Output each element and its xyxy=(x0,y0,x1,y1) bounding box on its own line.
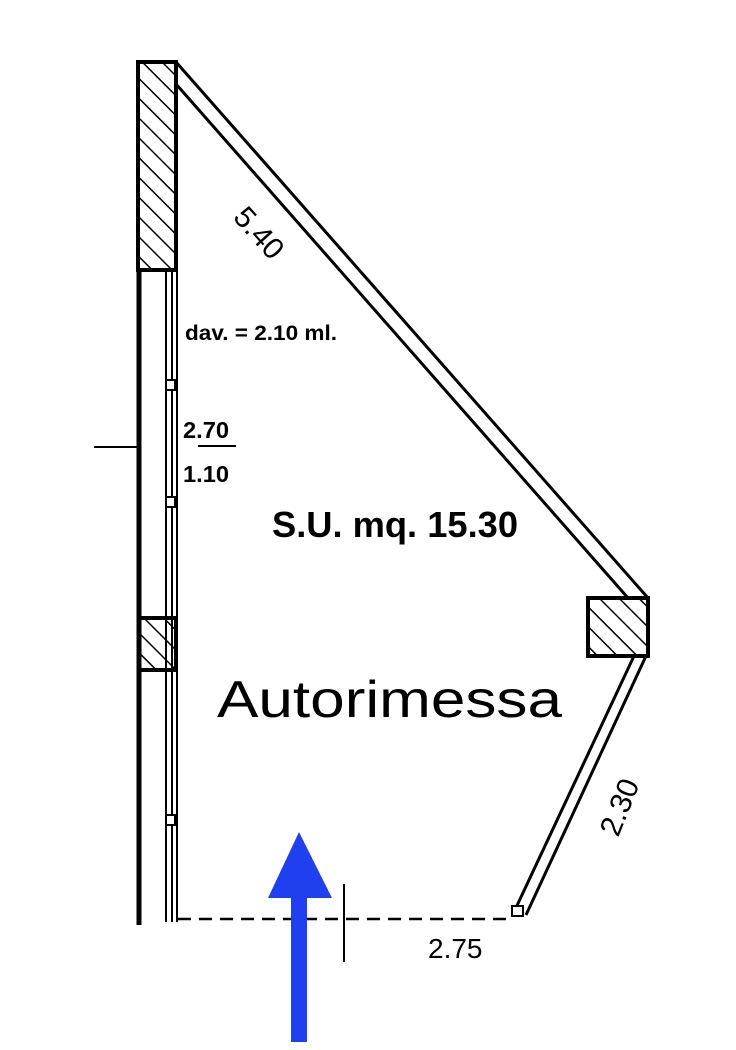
dimension-diagonal-wall: 5.40 xyxy=(227,201,291,266)
dimension-opening-width: 2.75 xyxy=(428,933,483,964)
diagonal-wall xyxy=(174,61,650,599)
ceiling-height-label: dav. = 2.10 ml. xyxy=(185,322,337,345)
window-height-label: 2.70 xyxy=(183,417,229,443)
left-wall-window-frame xyxy=(165,270,178,922)
left-wall-pillar-top xyxy=(136,60,178,272)
entrance-arrow-icon xyxy=(268,832,332,1042)
surface-area-label: S.U. mq. 15.30 xyxy=(272,504,518,545)
left-wall-pillar-middle xyxy=(137,616,178,672)
room-name-label: Autorimessa xyxy=(217,671,562,729)
garage-opening-line xyxy=(178,884,514,962)
window-sill-label: 1.10 xyxy=(183,461,229,487)
dimension-right-wall: 2.30 xyxy=(594,774,646,841)
right-wall xyxy=(511,655,648,917)
right-wall-pillar xyxy=(586,596,650,658)
